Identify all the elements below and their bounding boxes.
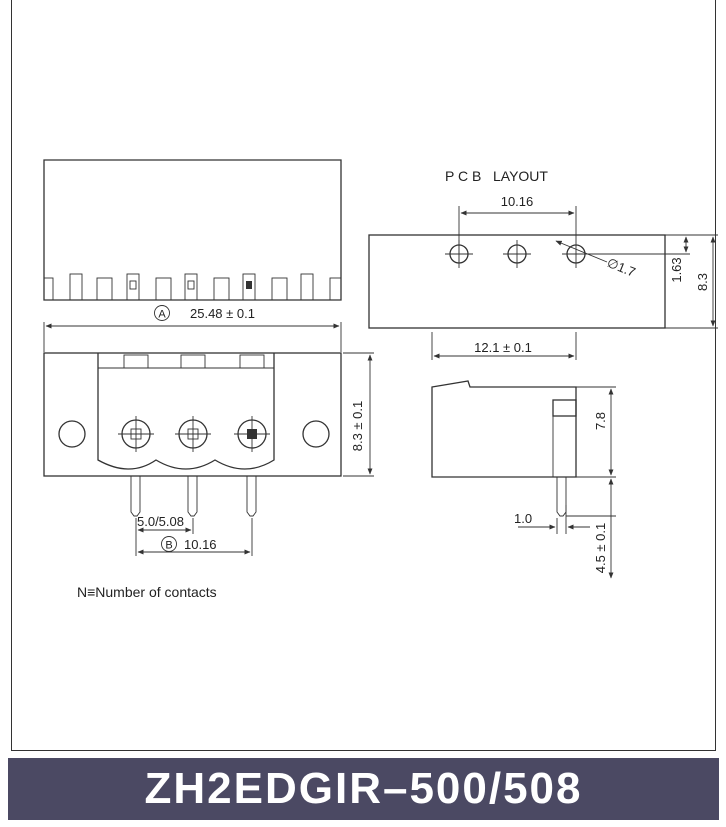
pin-length-label: 4.5 ± 0.1 <box>593 523 608 574</box>
length-label: 25.48 ± 0.1 <box>190 306 255 321</box>
pin-offset-label: 1.0 <box>514 511 532 526</box>
model-title: ZH2EDGIR–500/508 <box>144 764 583 813</box>
pcb-layout: P C B LAYOUT 10.16 ∅1.7 1.63 8.3 <box>368 168 718 329</box>
screw-terminals <box>118 416 270 452</box>
span-label: 10.16 <box>184 537 217 552</box>
length-marker: A <box>158 309 166 321</box>
side-height-label: 7.8 <box>593 412 608 430</box>
height-label: 8.3 ± 0.1 <box>350 401 365 452</box>
span-marker-circle <box>161 536 177 552</box>
footer-banner: ZH2EDGIR–500/508 <box>8 758 719 820</box>
span-marker: B <box>165 540 172 552</box>
edge-distance-label: 1.63 <box>669 257 684 282</box>
pcb-pitch-label: 10.16 <box>501 194 534 209</box>
drawing-frame <box>11 0 716 751</box>
side-view: 12.1 ± 0.1 7.8 1.0 4.5 ± 0.1 <box>431 332 616 579</box>
side-width-label: 12.1 ± 0.1 <box>474 340 532 355</box>
top-view <box>43 159 342 301</box>
pcb-layout-title: P C B LAYOUT <box>445 168 548 184</box>
front-view: A 25.48 ± 0.1 <box>43 305 374 556</box>
contacts-legend: N≡Number of contacts <box>77 584 217 600</box>
pcb-holes <box>445 240 590 268</box>
length-marker-circle <box>154 305 170 321</box>
pins <box>130 476 257 517</box>
pcb-height-label: 8.3 <box>695 273 710 291</box>
hole-diameter-label: ∅1.7 <box>605 255 638 280</box>
top-view-slots <box>43 273 342 301</box>
pitch-label: 5.0/5.08 <box>137 514 184 529</box>
